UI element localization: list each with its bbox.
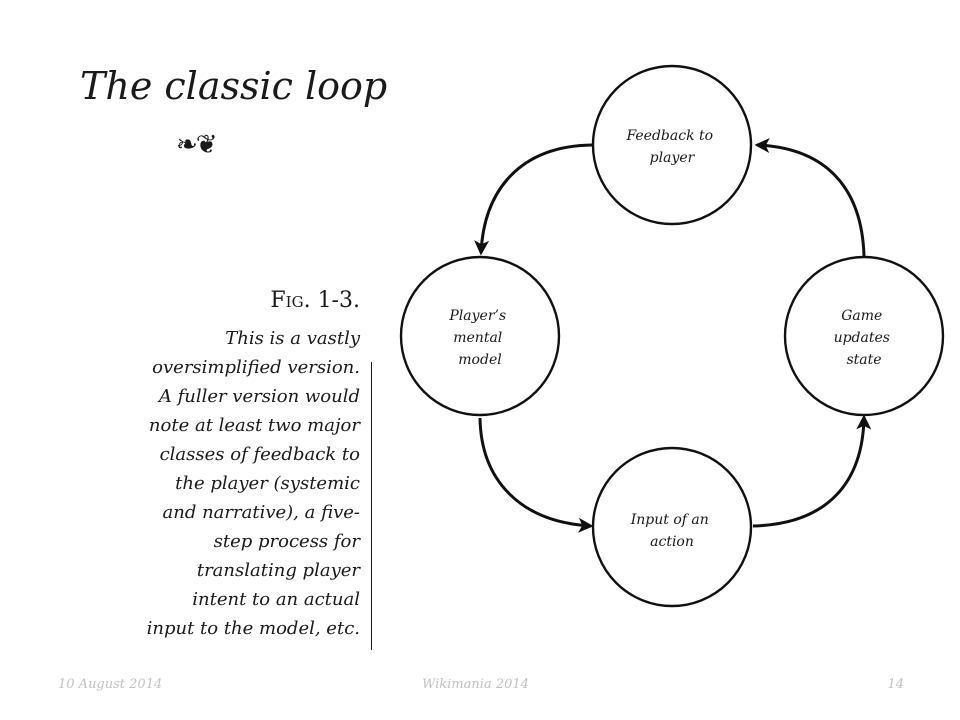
caption-line: classes of feedback to xyxy=(159,444,360,465)
node-label-line: player xyxy=(650,150,696,166)
node-feedback-to-player: Feedback to player xyxy=(591,64,753,226)
caption-rule xyxy=(371,362,372,650)
node-label-line: updates xyxy=(834,330,890,346)
node-label: Game updates state xyxy=(834,308,895,368)
node-label-line: state xyxy=(846,352,881,368)
arrow-update-to-feedback xyxy=(754,138,866,257)
caption-line: step process for xyxy=(213,531,360,552)
node-game-updates-state: Game updates state xyxy=(783,255,945,417)
caption-line: the player (systemic xyxy=(175,473,360,494)
caption-line: intent to an actual xyxy=(192,589,360,610)
node-label-line: action xyxy=(650,534,694,550)
node-label-line: Feedback to xyxy=(625,128,713,144)
node-input-of-an-action: Input of an action xyxy=(591,446,753,608)
slide-title: The classic loop xyxy=(80,64,388,108)
node-players-mental-model: Player’s mental model xyxy=(399,255,561,417)
footer-date: 10 August 2014 xyxy=(58,677,163,692)
caption-line: note at least two major xyxy=(148,415,360,436)
footer-page-number: 14 xyxy=(887,677,904,692)
figure-label: Fig. 1-3. xyxy=(270,288,360,313)
caption-line: This is a vastly xyxy=(225,328,360,349)
figure-caption: This is a vastly oversimplified version.… xyxy=(130,324,360,643)
caption-line: oversimplified version. xyxy=(152,357,360,378)
node-label: Feedback to player xyxy=(625,128,717,166)
footer-event: Wikimania 2014 xyxy=(422,677,529,692)
arrow-mental-to-input xyxy=(478,417,594,533)
caption-line: A fuller version would xyxy=(158,386,360,407)
node-label-line: mental xyxy=(453,330,502,346)
arrow-input-to-update xyxy=(752,414,872,528)
fleuron-ornament-icon: ❧❦ xyxy=(176,130,218,160)
node-label: Player’s mental model xyxy=(448,308,510,368)
node-label-line: Game xyxy=(841,308,882,324)
caption-line: input to the model, etc. xyxy=(146,618,360,639)
caption-line: and narrative), a five- xyxy=(162,502,360,523)
node-label-line: Player’s xyxy=(448,308,506,324)
node-label: Input of an action xyxy=(630,512,713,550)
node-label-line: model xyxy=(458,352,501,368)
caption-line: translating player xyxy=(196,560,360,581)
arrow-feedback-to-mental xyxy=(474,143,593,256)
node-label-line: Input of an xyxy=(630,512,709,528)
